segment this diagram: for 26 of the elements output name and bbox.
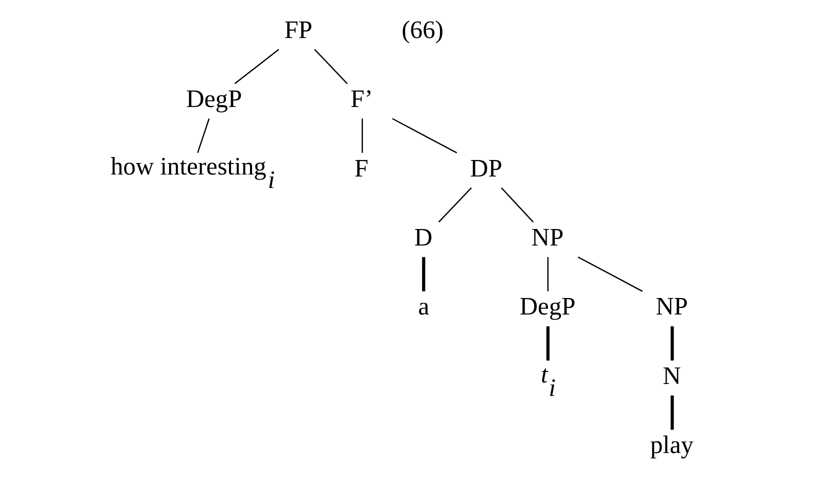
- node-text: F’: [350, 86, 372, 114]
- node-text: FP: [284, 16, 312, 44]
- connector: [500, 187, 534, 223]
- connector: [234, 48, 279, 84]
- label: (66): [401, 16, 444, 44]
- connector: [546, 326, 550, 361]
- node-text: DP: [470, 155, 502, 182]
- connector: [670, 326, 674, 361]
- connector: [196, 118, 210, 154]
- connector: [546, 257, 548, 292]
- connector: [438, 187, 472, 223]
- connector: [422, 257, 425, 292]
- node-text: DegP: [519, 294, 576, 321]
- node-text: N: [662, 362, 680, 390]
- connector: [670, 396, 674, 430]
- connector: [577, 256, 642, 292]
- node-text: F: [354, 155, 368, 182]
- node-text: NP: [655, 294, 688, 321]
- connector: [392, 118, 457, 154]
- node-text: a: [418, 294, 429, 321]
- node-text: play: [650, 432, 694, 460]
- node-text: DegP: [186, 86, 242, 114]
- connector: [361, 118, 362, 153]
- node-text: NP: [530, 224, 564, 252]
- connector: [314, 48, 348, 84]
- node-text: D: [414, 224, 432, 252]
